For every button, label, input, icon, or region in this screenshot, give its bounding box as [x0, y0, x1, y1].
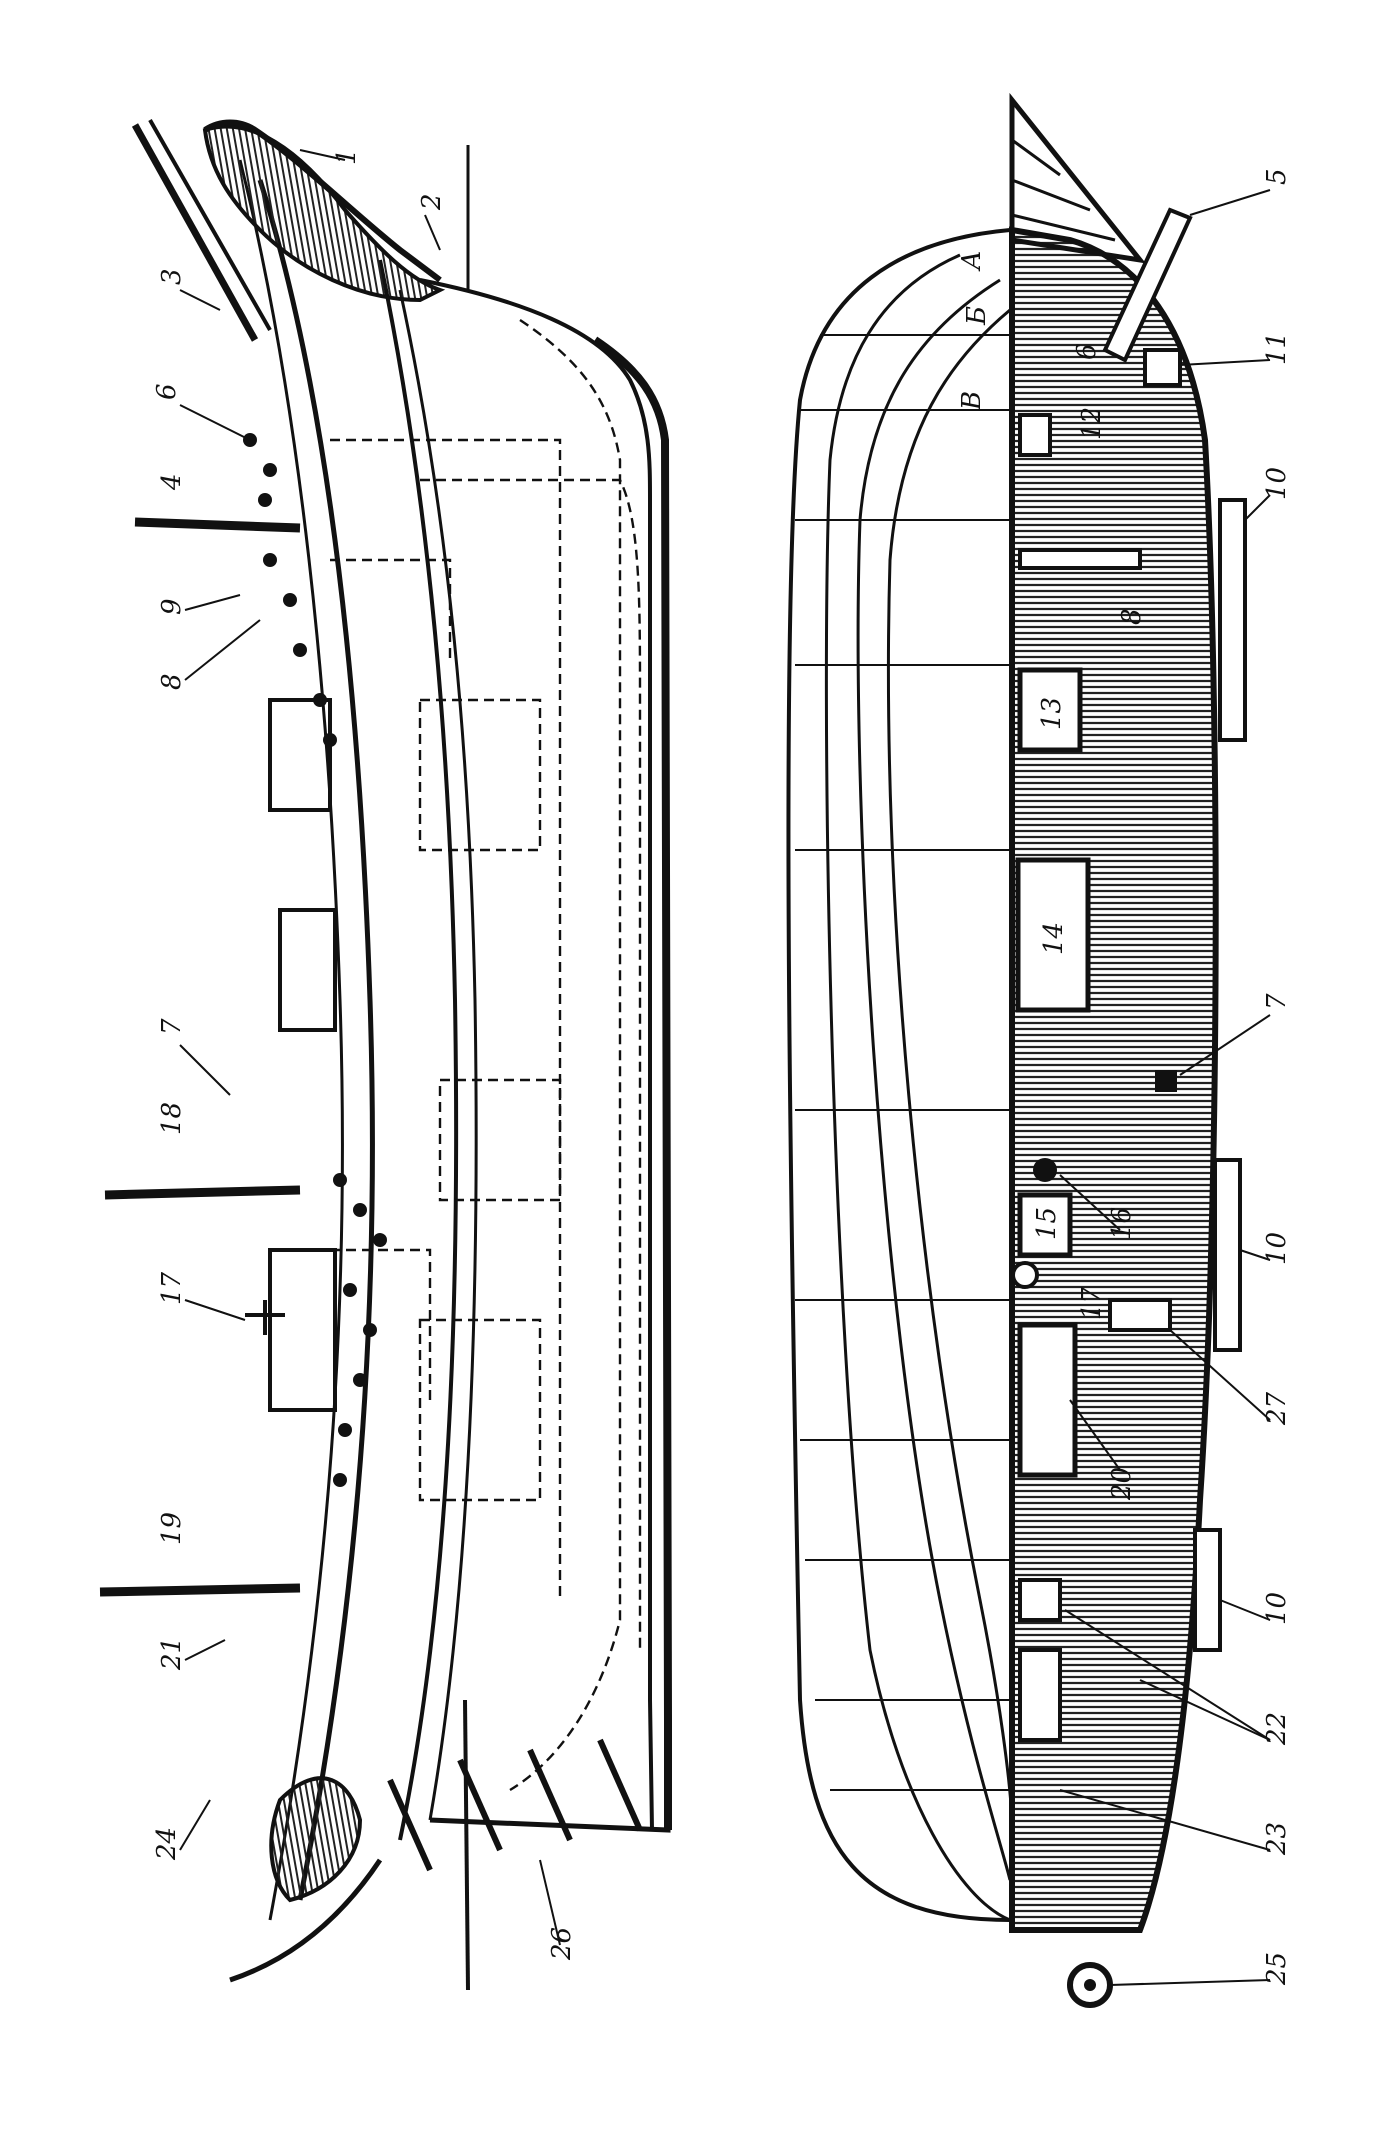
- hatch-13: [1017, 667, 1083, 753]
- mizzenmast: [99, 1583, 301, 1597]
- bow-head-rungs: [1011, 138, 1116, 242]
- callout-left-19: 19: [157, 1512, 187, 1545]
- bow-figurehead: [202, 124, 446, 303]
- callout-right-8: 8: [1117, 608, 1147, 625]
- hull-sheer-line: [257, 179, 375, 1901]
- deck-plan-view: [786, 92, 1247, 2008]
- hatch-12: [1018, 413, 1052, 457]
- right-callouts: 5 А Б В 6 11 12 10 8 13 14 7 16 15 10 17…: [957, 168, 1292, 1986]
- bow-stem: [203, 119, 442, 283]
- interior-bulkhead-5: [330, 1248, 432, 1400]
- interior-bulkhead-4: [330, 558, 452, 660]
- capstan: [245, 1300, 285, 1335]
- hull-wale-line-2: [398, 289, 478, 1821]
- hull-stern-end: [429, 1720, 671, 1833]
- hatch-23: [1018, 1648, 1062, 1742]
- rudder-post: [463, 1699, 470, 1991]
- callout-left-21: 21: [157, 1637, 187, 1671]
- hull-bottom-inner: [419, 278, 654, 1831]
- interior-frame-1: [330, 438, 562, 1600]
- waterline-B: [856, 278, 1012, 1881]
- callout-right-A: А: [957, 250, 987, 272]
- capstan-16: [1033, 1158, 1057, 1182]
- interior-bulkhead-2: [438, 1078, 562, 1202]
- bitt-11: [1143, 348, 1182, 387]
- interior-frame-3: [509, 319, 622, 1792]
- windlass-8: [1018, 548, 1142, 570]
- callout-right-20: 20: [1107, 1467, 1137, 1501]
- stern-ornament: [269, 1776, 363, 1903]
- deck-planking: [1009, 226, 1219, 1933]
- callout-left-3: 3: [157, 268, 187, 285]
- callout-left-26: 26: [547, 1927, 577, 1961]
- callout-left-1: 1: [332, 148, 362, 165]
- interior-frame-2: [420, 478, 642, 1650]
- callout-left-18: 18: [157, 1102, 187, 1135]
- callout-left-6: 6: [152, 383, 182, 400]
- callout-right-15: 15: [1032, 1207, 1062, 1240]
- deck-house-mid: [278, 908, 337, 1032]
- pump-17: [1011, 1261, 1039, 1289]
- callout-right-6: 6: [1072, 343, 1102, 360]
- deck-house-fore: [268, 698, 332, 812]
- bowsprit-spar: [131, 123, 259, 342]
- callout-right-13: 13: [1037, 697, 1067, 730]
- callout-right-5: 5: [1262, 168, 1292, 185]
- stern-tail: [229, 1858, 383, 1983]
- hatch-15: [1017, 1192, 1073, 1258]
- callout-right-10b: 10: [1262, 1232, 1292, 1265]
- hull-wale-line: [378, 259, 459, 1841]
- callout-left-8: 8: [157, 673, 187, 690]
- mainmast: [104, 1185, 301, 1200]
- callout-right-23: 23: [1262, 1822, 1292, 1856]
- callout-right-14: 14: [1039, 922, 1069, 955]
- callout-right-22: 22: [1262, 1712, 1292, 1746]
- station-lines: [795, 334, 1010, 1791]
- side-elevation-view: [99, 119, 672, 1991]
- winch-27: [1108, 1298, 1172, 1332]
- hull-keel-outline: [592, 336, 672, 1830]
- deadeye-row-main: [333, 1173, 387, 1487]
- hatch-20: [1017, 1322, 1078, 1478]
- interior-bulkhead-1: [418, 698, 542, 852]
- waterline-C: [886, 308, 1014, 1821]
- channel-mizzen: [1193, 1528, 1222, 1652]
- deck-house-aft: [268, 1248, 337, 1412]
- callout-left-7: 7: [157, 1018, 187, 1035]
- bowsprit-spar-2: [148, 119, 272, 331]
- stern-ladder: [387, 1738, 643, 1872]
- waterline-outer: [786, 228, 1011, 1922]
- callout-left-2: 2: [417, 193, 447, 211]
- callout-right-7: 7: [1262, 993, 1292, 1010]
- callout-left-17: 17: [157, 1271, 187, 1305]
- callout-right-27: 27: [1262, 1391, 1292, 1426]
- foremast: [134, 517, 301, 533]
- skylight-7: [1155, 1070, 1177, 1092]
- hatch-22: [1018, 1578, 1062, 1622]
- waterline-A: [824, 253, 1011, 1922]
- callout-left-4: 4: [157, 473, 187, 491]
- interior-bulkhead-3: [418, 1318, 542, 1502]
- callout-right-12: 12: [1077, 407, 1107, 440]
- hull-rail-line: [238, 159, 344, 1921]
- channel-fore: [1218, 498, 1247, 742]
- channel-main: [1213, 1158, 1242, 1352]
- callout-left-24: 24: [152, 1827, 182, 1861]
- callout-right-10c: 10: [1262, 1592, 1292, 1625]
- bowsprit-plan: [1102, 207, 1193, 363]
- callout-right-10a: 10: [1262, 467, 1292, 500]
- callout-left-9: 9: [157, 598, 187, 615]
- left-callouts: 1 2 3 6 4 9 8 7 18 17 19 21 24 26: [152, 148, 577, 1961]
- callout-right-V: В: [957, 391, 987, 411]
- callout-right-17: 17: [1077, 1286, 1107, 1320]
- bow-head-frame: [1009, 92, 1146, 264]
- callout-right-B: Б: [962, 306, 992, 326]
- hatch-14: [1015, 857, 1091, 1013]
